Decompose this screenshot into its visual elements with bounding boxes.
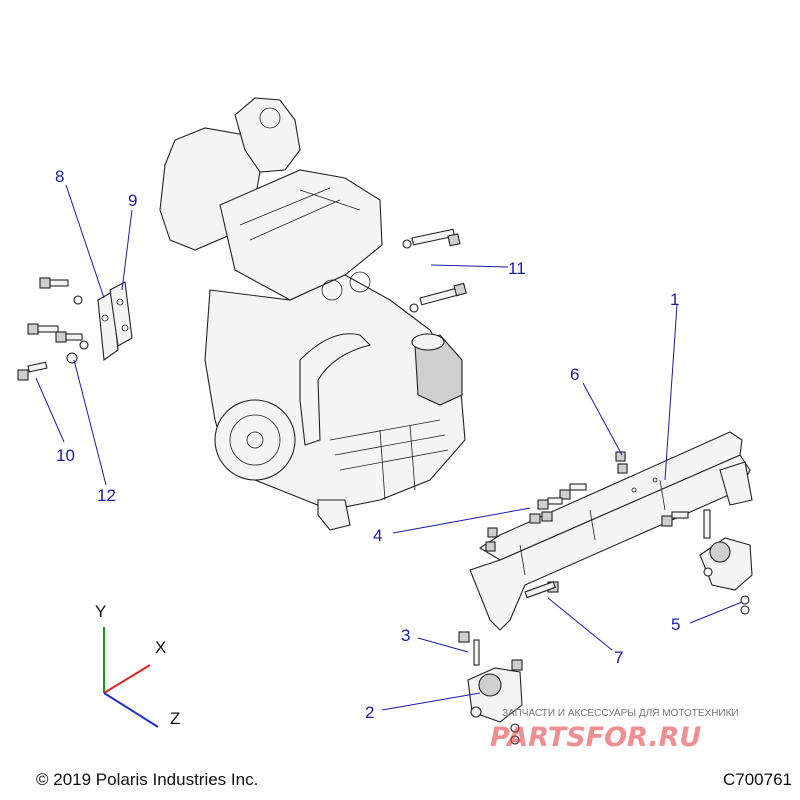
bolt-11-group — [402, 228, 467, 313]
lower-engine-mount — [458, 631, 523, 745]
callout-2: 2 — [365, 703, 374, 722]
callout-7: 7 — [614, 648, 623, 667]
z-axis-label: Z — [170, 709, 180, 728]
z-axis-line — [103, 692, 159, 728]
callout-12: 12 — [97, 486, 116, 505]
left-mount-bracket — [17, 277, 133, 381]
copyright-notice: © 2019 Polaris Industries Inc. — [36, 770, 259, 789]
watermark: ЗАПЧАСТИ И АКСЕССУАРЫ ДЛЯ МОТОТЕХНИКИ PA… — [490, 708, 739, 753]
watermark-tagline: ЗАПЧАСТИ И АКСЕССУАРЫ ДЛЯ МОТОТЕХНИКИ — [502, 708, 739, 719]
axis-triad: Y X Z — [95, 602, 180, 728]
engine-assembly — [159, 97, 466, 531]
drawing-number: C700761 — [722, 770, 792, 789]
callout-10: 10 — [56, 446, 75, 465]
callout-9: 9 — [128, 191, 137, 210]
right-engine-mount — [699, 537, 753, 615]
callout-1: 1 — [670, 290, 679, 309]
callout-5: 5 — [671, 615, 680, 634]
callout-4: 4 — [373, 526, 382, 545]
frame-crossmember — [469, 431, 753, 631]
callout-8: 8 — [55, 167, 64, 186]
bolt-7 — [524, 581, 559, 599]
x-axis-line — [103, 664, 151, 694]
callout-3: 3 — [401, 626, 410, 645]
callout-labels: 1 2 3 4 5 6 7 8 9 10 11 12 — [55, 167, 680, 722]
leader-lines — [35, 184, 743, 711]
x-axis-label: X — [155, 638, 166, 657]
y-axis-label: Y — [95, 602, 106, 621]
fastener-4-group — [485, 451, 711, 552]
callout-6: 6 — [570, 365, 579, 384]
watermark-logo: PARTSFOR.RU — [490, 722, 701, 753]
callout-11: 11 — [508, 259, 526, 278]
